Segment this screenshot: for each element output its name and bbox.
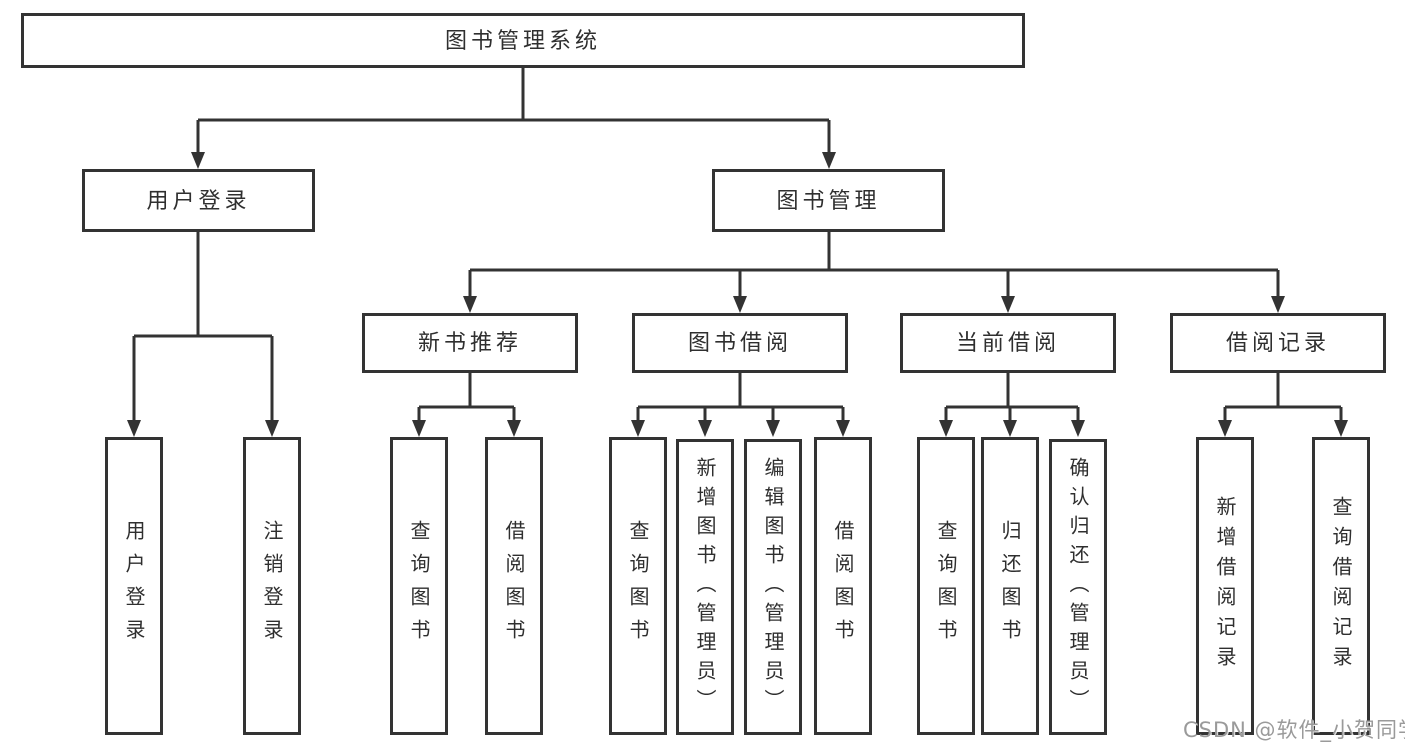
leaf-bb-edit-book-admin: 编辑图书（管理员） bbox=[744, 439, 802, 735]
leaf-cb-return-books: 归还图书 bbox=[981, 437, 1039, 735]
node-root: 图书管理系统 bbox=[21, 13, 1025, 68]
arrow-heads bbox=[127, 152, 1348, 437]
leaf-cb-query-books: 查询图书 bbox=[917, 437, 975, 735]
node-user-login: 用户登录 bbox=[82, 169, 315, 232]
node-new-book-recommend: 新书推荐 bbox=[362, 313, 578, 373]
leaf-logout: 注销登录 bbox=[243, 437, 301, 735]
leaf-bb-borrow-books: 借阅图书 bbox=[814, 437, 872, 735]
node-borrowing-records: 借阅记录 bbox=[1170, 313, 1386, 373]
leaf-bb-query-books: 查询图书 bbox=[609, 437, 667, 735]
leaf-br-query-borrow-record: 查询借阅记录 bbox=[1312, 437, 1370, 735]
leaf-nbr-query-books: 查询图书 bbox=[390, 437, 448, 735]
leaf-cb-confirm-return-admin: 确认归还（管理员） bbox=[1049, 439, 1107, 735]
leaf-nbr-borrow-books: 借阅图书 bbox=[485, 437, 543, 735]
node-book-borrowing: 图书借阅 bbox=[632, 313, 848, 373]
leaf-bb-add-book-admin: 新增图书（管理员） bbox=[676, 439, 734, 735]
leaf-br-add-borrow-record: 新增借阅记录 bbox=[1196, 437, 1254, 735]
node-current-borrowing: 当前借阅 bbox=[900, 313, 1116, 373]
connector-lines bbox=[132, 68, 1343, 423]
csdn-watermark: CSDN @软件_小贺同学 bbox=[1183, 718, 1405, 742]
leaf-user-login: 用户登录 bbox=[105, 437, 163, 735]
node-book-management: 图书管理 bbox=[712, 169, 945, 232]
